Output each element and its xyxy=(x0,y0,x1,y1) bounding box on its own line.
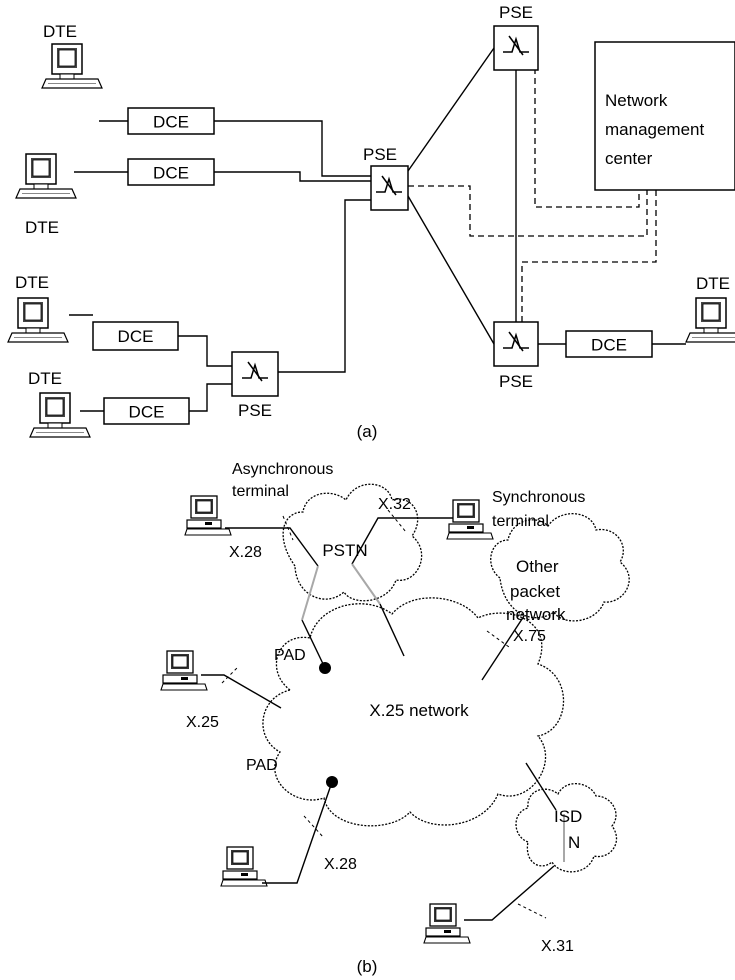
asynchronous-terminal-label: Asynchronous xyxy=(232,461,333,478)
dte-terminal-icon xyxy=(15,153,77,199)
dce-box: DCE xyxy=(565,330,653,358)
svg-text:DCE: DCE xyxy=(153,113,189,132)
isdn-label: N xyxy=(568,833,580,852)
pse-label: PSE xyxy=(238,401,272,420)
interface-label-x25: X.25 xyxy=(186,714,219,731)
network-management-center: Network management center xyxy=(594,41,735,191)
pad-label: PAD xyxy=(246,757,278,774)
other-packet-network-cloud xyxy=(490,513,630,622)
part-b: Asynchronous terminal Synchronous termin… xyxy=(160,461,630,976)
dce-box: DCE xyxy=(127,107,215,135)
interface-ticks xyxy=(221,509,547,919)
dte-terminal-icon xyxy=(685,297,735,343)
dce-box: DCE xyxy=(127,158,215,186)
pad-node xyxy=(326,776,338,788)
x25-network-label: X.25 network xyxy=(369,701,469,720)
pad-label: PAD xyxy=(274,647,306,664)
asynchronous-terminal-icon xyxy=(184,495,232,536)
dte-label: DTE xyxy=(696,274,730,293)
svg-text:DCE: DCE xyxy=(153,164,189,183)
svg-text:center: center xyxy=(605,149,653,168)
interface-label-x28: X.28 xyxy=(324,856,357,873)
dte-label: DTE xyxy=(28,369,62,388)
pse-label: PSE xyxy=(499,372,533,391)
pse-label: PSE xyxy=(499,3,533,22)
isdn-cloud xyxy=(515,783,618,873)
part-a-links xyxy=(69,47,686,412)
svg-text:Network: Network xyxy=(605,91,668,110)
pse-switch xyxy=(493,321,539,367)
dce-box: DCE xyxy=(92,321,179,351)
pse-switch xyxy=(231,351,279,397)
part-b-links xyxy=(201,517,565,921)
pstn-label: PSTN xyxy=(322,541,367,560)
synchronous-terminal-icon xyxy=(446,499,494,540)
dte-terminal-icon xyxy=(29,392,91,438)
other-network-label: network xyxy=(506,605,566,624)
svg-text:DCE: DCE xyxy=(591,336,627,355)
other-network-label: Other xyxy=(516,557,559,576)
pse-switch xyxy=(370,165,409,211)
pad-node xyxy=(319,662,331,674)
dce-box: DCE xyxy=(103,397,190,425)
caption-a: (a) xyxy=(357,422,378,441)
interface-label-x75: X.75 xyxy=(513,628,546,645)
terminal-icon xyxy=(423,903,471,944)
synchronous-terminal-label: Synchronous xyxy=(492,489,585,506)
interface-label-x32: X.32 xyxy=(378,496,411,513)
pse-switch xyxy=(493,25,539,71)
x25-network-cloud xyxy=(262,597,565,827)
dte-label: DTE xyxy=(25,218,59,237)
interface-label-x28: X.28 xyxy=(229,544,262,561)
terminal-icon xyxy=(160,650,208,691)
svg-text:management: management xyxy=(605,120,705,139)
isdn-label: ISD xyxy=(554,807,582,826)
other-network-label: packet xyxy=(510,582,560,601)
dte-label: DTE xyxy=(43,22,77,41)
terminal-icon xyxy=(220,846,268,887)
pstn-cloud xyxy=(282,483,423,602)
part-a: DTE DTE DTE DTE DTE DCE DCE DCE DCE DCE xyxy=(7,3,735,441)
svg-text:DCE: DCE xyxy=(118,327,154,346)
caption-b: (b) xyxy=(357,957,378,976)
pse-label: PSE xyxy=(363,145,397,164)
asynchronous-terminal-label: terminal xyxy=(232,483,289,500)
dte-label: DTE xyxy=(15,273,49,292)
svg-text:DCE: DCE xyxy=(129,403,165,422)
dte-terminal-icon xyxy=(7,297,69,343)
interface-label-x31: X.31 xyxy=(541,938,574,955)
dte-terminal-icon xyxy=(41,43,103,89)
synchronous-terminal-label: terminal xyxy=(492,513,549,530)
